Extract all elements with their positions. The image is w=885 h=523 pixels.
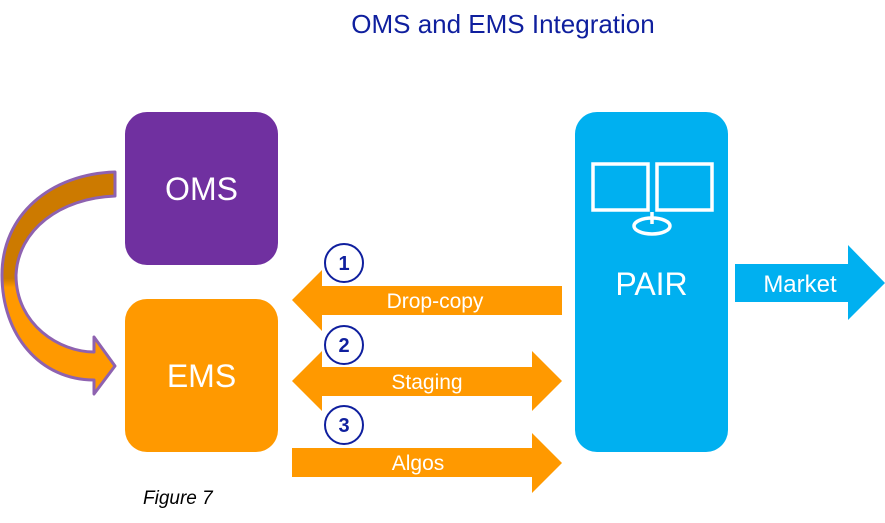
step-1-badge: 1 — [324, 243, 364, 283]
ems-label: EMS — [167, 358, 236, 394]
algos-label: Algos — [392, 452, 445, 475]
oms-box: OMS — [125, 112, 278, 265]
staging-arrow: Staging — [292, 351, 562, 411]
step-2-number: 2 — [338, 335, 349, 357]
algos-arrow: Algos — [292, 433, 562, 493]
oms-label: OMS — [165, 171, 238, 207]
market-label: Market — [763, 271, 837, 298]
step-2-badge: 2 — [324, 325, 364, 365]
step-3-number: 3 — [338, 415, 349, 437]
ems-box: EMS — [125, 299, 278, 452]
pair-label: PAIR — [615, 266, 687, 302]
step-1-number: 1 — [338, 253, 349, 275]
step-3-badge: 3 — [324, 405, 364, 445]
figure-caption: Figure 7 — [143, 488, 213, 509]
drop-copy-label: Drop-copy — [387, 290, 484, 313]
dual-monitor-icon — [591, 162, 714, 236]
market-arrow: Market — [735, 245, 885, 320]
oms-to-ems-curved-arrow — [0, 170, 117, 396]
drop-copy-arrow: Drop-copy — [292, 270, 562, 331]
pair-box: PAIR — [575, 112, 728, 452]
diagram-title: OMS and EMS Integration — [351, 9, 655, 39]
staging-label: Staging — [391, 371, 462, 394]
